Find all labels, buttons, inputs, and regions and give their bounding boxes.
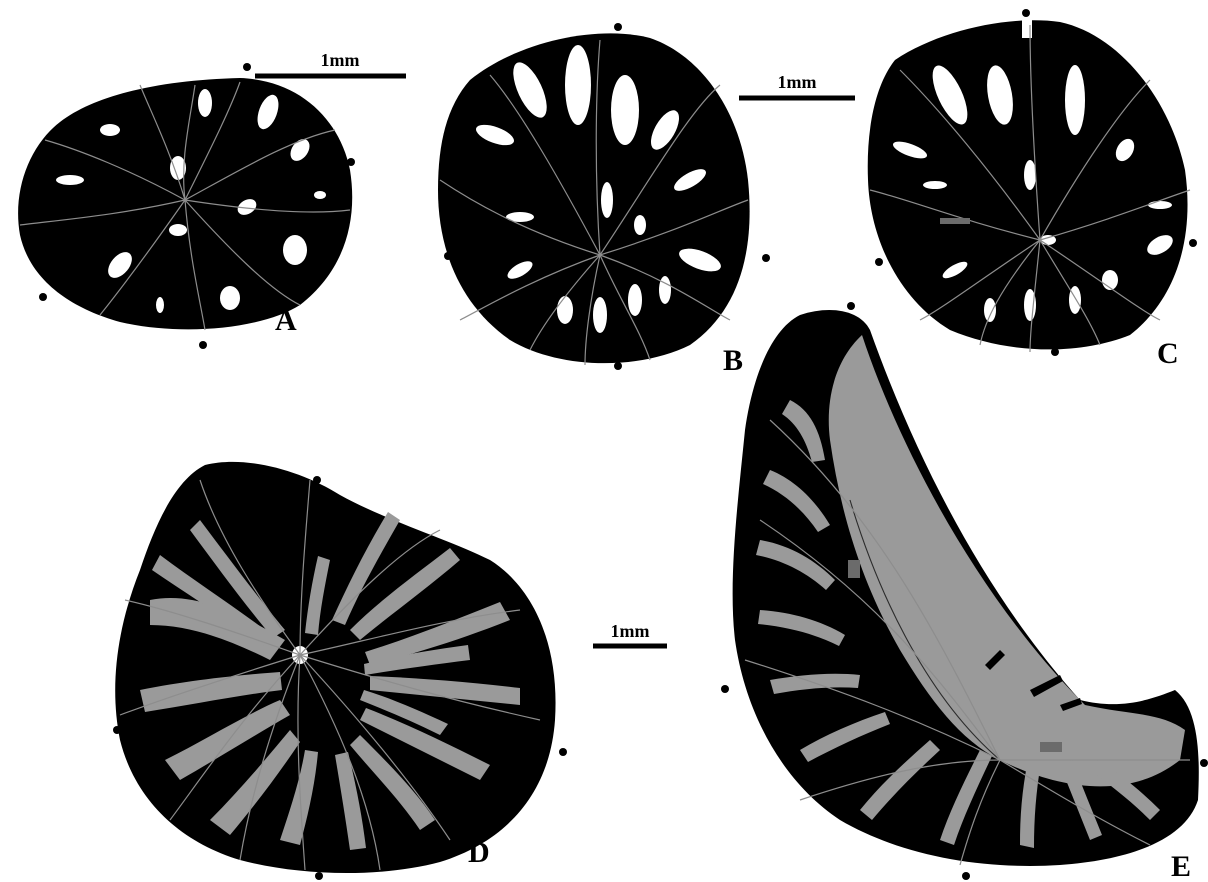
marker-a-top bbox=[243, 63, 251, 71]
marker-d-left bbox=[113, 726, 121, 734]
marker-c-right bbox=[1189, 239, 1197, 247]
section-a bbox=[18, 78, 352, 330]
section-b bbox=[438, 33, 750, 365]
section-c bbox=[868, 8, 1190, 352]
scale-bar-bc: 1mm bbox=[739, 72, 855, 98]
section-d bbox=[115, 462, 555, 873]
marker-d-bottom bbox=[315, 872, 323, 880]
marker-a-right bbox=[347, 158, 355, 166]
section-e bbox=[733, 310, 1199, 866]
scale-bar-a: 1mm bbox=[255, 50, 406, 76]
panel-label-c: C bbox=[1157, 337, 1179, 370]
dashed-mark-e-1 bbox=[848, 560, 860, 578]
marker-d-right bbox=[559, 748, 567, 756]
marker-a-bottom bbox=[199, 341, 207, 349]
panel-label-b: B bbox=[723, 344, 743, 377]
scale-bar-de: 1mm bbox=[593, 621, 667, 646]
marker-a-left bbox=[39, 293, 47, 301]
marker-b-right bbox=[762, 254, 770, 262]
panel-label-a: A bbox=[275, 304, 297, 337]
marker-c-left bbox=[875, 258, 883, 266]
scale-bar-a-label: 1mm bbox=[321, 50, 360, 70]
dashed-mark-c bbox=[940, 218, 970, 224]
marker-c-top bbox=[1022, 9, 1030, 17]
marker-e-bottom bbox=[962, 872, 970, 880]
marker-e-top bbox=[847, 302, 855, 310]
panel-label-e: E bbox=[1171, 850, 1191, 882]
marker-e-right bbox=[1200, 759, 1208, 767]
marker-b-top bbox=[614, 23, 622, 31]
marker-b-bottom bbox=[614, 362, 622, 370]
dashed-mark-e-2 bbox=[1040, 742, 1062, 752]
marker-e-left bbox=[721, 685, 729, 693]
scale-bar-de-label: 1mm bbox=[611, 621, 650, 641]
panel-label-d: D bbox=[468, 836, 490, 869]
marker-d-top bbox=[313, 476, 321, 484]
scale-bar-bc-label: 1mm bbox=[778, 72, 817, 92]
marker-c-bottom bbox=[1051, 348, 1059, 356]
marker-b-left bbox=[444, 252, 452, 260]
